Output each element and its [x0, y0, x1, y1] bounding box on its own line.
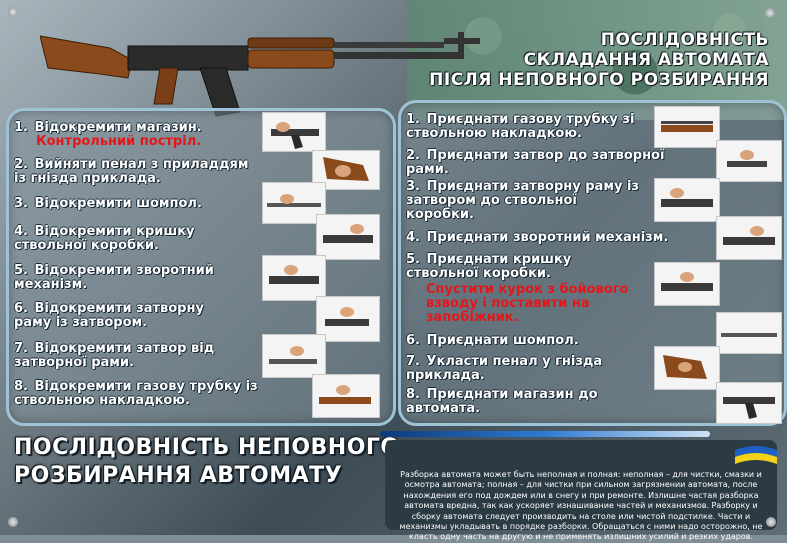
disassembly-step-5: 5. Відокремити зворотний механізм.	[14, 264, 244, 292]
step-text: Вийняти пенал з приладдям із гнізда прик…	[14, 157, 249, 186]
disassembly-step-8: 8. Відокремити газову трубку із ствольно…	[14, 380, 274, 408]
step-number: 8.	[406, 387, 420, 402]
step-number: 7.	[406, 354, 420, 369]
step-photo-6	[316, 296, 380, 342]
assembly-photo-5	[654, 262, 720, 306]
assembly-step-6: 6. Приєднати шомпол.	[406, 334, 666, 348]
decorative-stripe	[380, 431, 710, 437]
corner-bolt	[766, 517, 776, 527]
step-text: Приєднати газову трубку зі ствольною нак…	[406, 112, 635, 141]
step-number: 7.	[14, 341, 28, 356]
assembly-step-4: 4. Приєднати зворотний механізм.	[406, 231, 726, 245]
step-text: Відокремити шомпол.	[34, 196, 202, 211]
disassembly-title-line: розбирання автомату	[14, 463, 343, 488]
step-number: 1.	[406, 112, 420, 127]
step-text: Відокремити затворну раму із затвором.	[14, 301, 204, 330]
step-text: Приєднати затвор до затворної рами.	[406, 148, 665, 177]
step-text: Приєднати затворну раму із затвором до с…	[406, 179, 639, 222]
corner-bolt	[8, 7, 18, 17]
assembly-photo-3	[654, 178, 720, 222]
disassembly-step-7: 7. Відокремити затвор від затворної рами…	[14, 342, 244, 370]
step-text: Відокремити магазин.	[34, 120, 202, 135]
assembly-step-8: 8. Приєднати магазин до автомата.	[406, 388, 636, 416]
step-number: 3.	[406, 179, 420, 194]
step-photo-4	[316, 214, 380, 260]
disassembly-step-2: 2. Вийняти пенал з приладдям із гнізда п…	[14, 158, 252, 186]
step-photo-3	[262, 182, 326, 224]
step-photo-5	[262, 255, 326, 301]
assembly-step-1: 1. Приєднати газову трубку зі ствольною …	[406, 113, 646, 141]
assembly-title-line: після неповного розбирання	[429, 70, 769, 90]
step-warning: Контрольний постріл.	[36, 134, 202, 149]
step-number: 5.	[14, 263, 28, 278]
step-text: Відокремити затвор від затворної рами.	[14, 341, 215, 370]
assembly-step-5: 5. Приєднати кришку ствольної коробки. С…	[406, 252, 628, 325]
assembly-photo-4	[716, 216, 782, 260]
step-number: 2.	[406, 148, 420, 163]
step-number: 3.	[14, 196, 28, 211]
assembly-title-line: складання автомата	[523, 50, 769, 70]
step-number: 1.	[14, 120, 28, 135]
step-photo-7	[262, 334, 326, 378]
step-text: Приєднати зворотний механізм.	[426, 230, 669, 245]
step-number: 5.	[406, 252, 420, 267]
assembly-photo-8	[716, 382, 782, 424]
disassembly-title-line: Послідовність неповного	[14, 435, 400, 460]
step-number: 4.	[14, 224, 28, 239]
rifle-illustration	[39, 8, 480, 118]
corner-bolt	[8, 517, 18, 527]
assembly-title: Послідовність складання автомата після н…	[429, 30, 769, 90]
step-text: Відокремити газову трубку із ствольною н…	[14, 379, 258, 408]
flag-emblem	[733, 444, 779, 470]
step-number: 8.	[14, 379, 28, 394]
disassembly-step-3: 3. Відокремити шомпол.	[14, 197, 244, 211]
step-text: Відокремити зворотний механізм.	[14, 263, 214, 292]
disassembly-title: Послідовність неповного розбирання автом…	[14, 434, 400, 490]
corner-bolt	[765, 8, 775, 18]
info-note-text: Разборка автомата может быть неполная и …	[399, 470, 763, 542]
step-warning: Спустити курок з бойового взводу і поста…	[426, 282, 629, 325]
step-number: 6.	[14, 301, 28, 316]
disassembly-step-6: 6. Відокремити затворну раму із затвором…	[14, 302, 244, 330]
step-text: Відокремити кришку ствольної коробки.	[14, 224, 195, 253]
assembly-photo-2	[716, 140, 782, 182]
step-photo-1	[262, 112, 326, 152]
assembly-step-7: 7. Укласти пенал у гнізда приклада.	[406, 355, 636, 383]
disassembly-step-4: 4. Відокремити кришку ствольної коробки.	[14, 225, 244, 253]
assembly-photo-7	[654, 346, 720, 390]
disassembly-step-1: 1. Відокремити магазин. Контрольний пост…	[14, 121, 244, 149]
step-text: Приєднати магазин до автомата.	[406, 387, 598, 416]
step-number: 4.	[406, 230, 420, 245]
step-text: Приєднати кришку ствольної коробки.	[406, 252, 572, 281]
assembly-step-3: 3. Приєднати затворну раму із затвором д…	[406, 180, 642, 222]
assembly-title-line: Послідовність	[600, 30, 769, 50]
step-number: 2.	[14, 157, 28, 172]
step-text: Приєднати шомпол.	[426, 333, 579, 348]
step-number: 6.	[406, 333, 420, 348]
assembly-photo-6	[716, 312, 782, 354]
step-photo-8	[312, 374, 380, 418]
step-text: Укласти пенал у гнізда приклада.	[406, 354, 603, 383]
assembly-step-2: 2. Приєднати затвор до затворної рами.	[406, 149, 706, 177]
info-note: Разборка автомата может быть неполная и …	[385, 440, 777, 541]
assembly-photo-1	[654, 106, 720, 148]
